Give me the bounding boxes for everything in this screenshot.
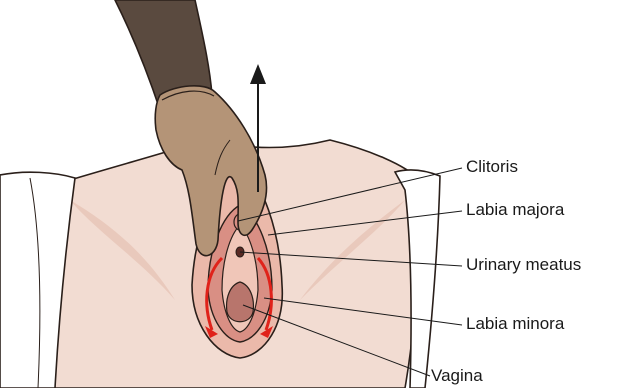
lift-arrow-head [250,64,266,84]
label-vagina: Vagina [431,366,483,386]
label-urinary-meatus: Urinary meatus [466,255,581,275]
label-labia-majora: Labia majora [466,200,564,220]
label-clitoris: Clitoris [466,157,518,177]
label-labia-minora: Labia minora [466,314,564,334]
